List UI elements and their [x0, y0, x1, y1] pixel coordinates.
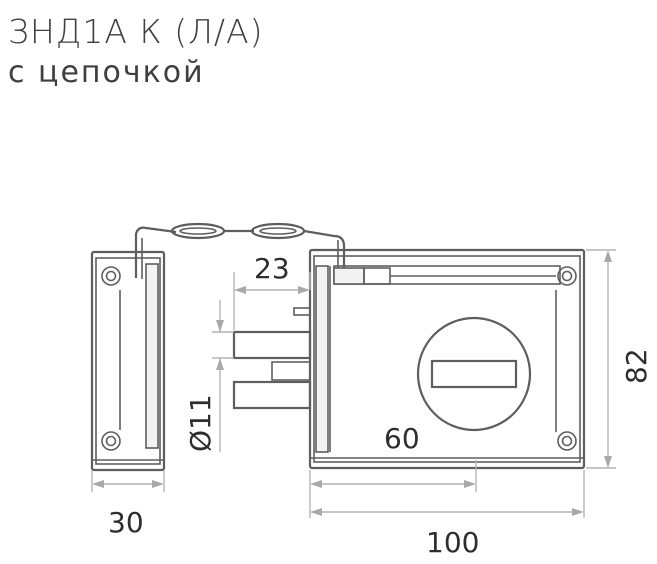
- dimension-60: 60: [310, 422, 477, 492]
- strike-plate-slot: [145, 263, 159, 449]
- dimension-label-diameter: Ø11: [184, 394, 217, 452]
- bolt-upper: [232, 330, 312, 360]
- strike-plate-inner: [95, 257, 161, 465]
- strike-plate: [90, 250, 166, 472]
- dimension-100: 100: [309, 470, 585, 559]
- screw-icon: [101, 266, 121, 286]
- dimension-label-60: 60: [384, 422, 420, 455]
- dimension-label-100: 100: [426, 526, 479, 559]
- screw-icon: [557, 431, 577, 451]
- chain-slider: [333, 267, 365, 285]
- key-cylinder-icon: [416, 316, 532, 432]
- bolt-lower: [232, 380, 312, 410]
- dimension-label-82: 82: [620, 348, 653, 384]
- dimension-label-30: 30: [108, 506, 144, 539]
- bolts: [232, 307, 312, 410]
- lock-body: [308, 248, 586, 470]
- dimension-82: 82: [586, 249, 653, 469]
- screw-icon: [101, 431, 121, 451]
- strike-plate-outer: [90, 250, 166, 472]
- chain: [134, 222, 346, 279]
- dimension-23: 23: [233, 252, 311, 330]
- screw-icon: [557, 266, 577, 286]
- product-subtitle: с цепочкой: [8, 55, 205, 90]
- product-title: ЗНД1А К (Л/А): [8, 12, 264, 51]
- dimension-30: 30: [91, 470, 165, 539]
- dimension-label-23: 23: [254, 252, 290, 285]
- dimension-diameter: Ø11: [184, 300, 234, 452]
- lock-front-strip: [315, 265, 329, 453]
